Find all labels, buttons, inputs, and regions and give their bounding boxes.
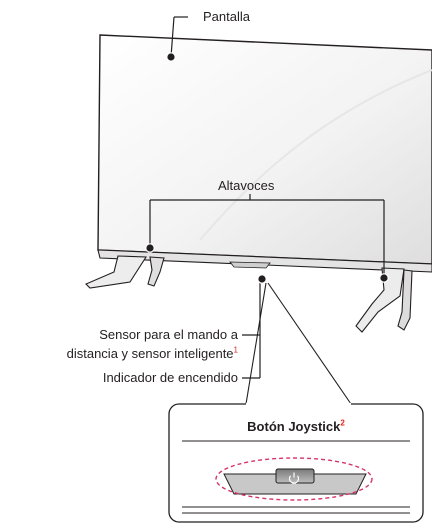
remote-sensor-label-line2: distancia y sensor inteligente1 (0, 346, 238, 361)
right-stand (355, 267, 413, 333)
tv-bottom-bezel (97, 249, 432, 273)
speakers-label: Altavoces (218, 178, 275, 193)
joystick-title-text: Botón Joystick (247, 419, 341, 434)
remote-sensor-text: distancia y sensor inteligente (66, 346, 234, 361)
sensor-leader (242, 274, 267, 379)
power-indicator-label: Indicador de encendido (102, 370, 238, 385)
joystick-title: Botón Joystick2 (169, 419, 423, 434)
joystick-callout (168, 402, 424, 523)
tv-screen (97, 34, 432, 265)
joystick-footnote: 2 (340, 418, 345, 428)
remote-sensor-label-line1: Sensor para el mando a (99, 327, 238, 342)
power-icon (288, 472, 300, 484)
screen-leader (166, 16, 188, 62)
screen-label: Pantalla (203, 9, 250, 24)
zoom-lines (245, 282, 352, 405)
left-stand (85, 255, 165, 289)
speakers-leader (145, 194, 389, 283)
remote-sensor-footnote: 1 (233, 345, 238, 355)
